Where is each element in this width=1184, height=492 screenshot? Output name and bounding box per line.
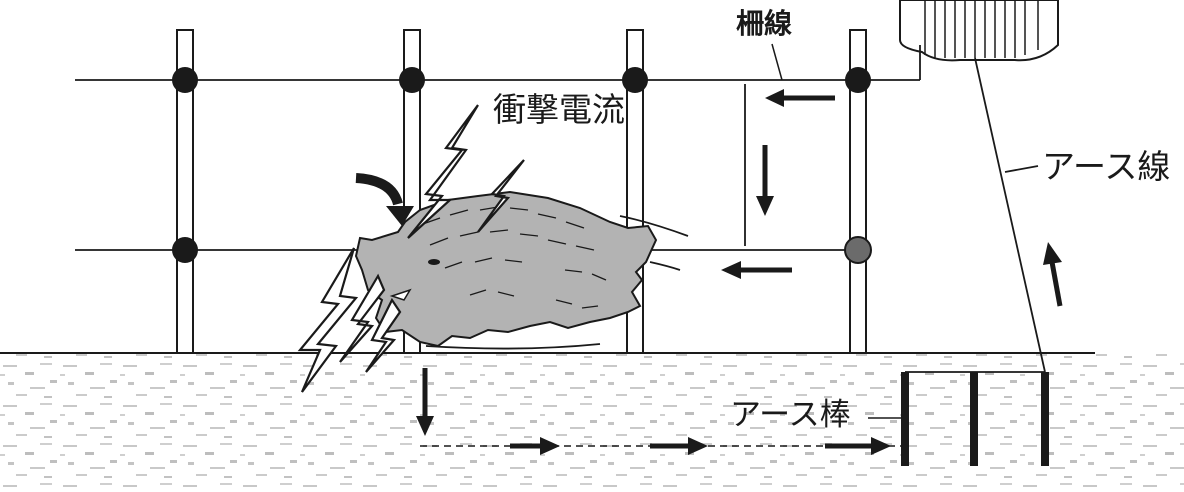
insulator	[845, 67, 871, 93]
fence-post	[849, 29, 867, 354]
current-arrow-icon	[825, 437, 891, 455]
earth-rod-label: アース棒	[730, 397, 851, 433]
fence-wire-label: 柵線	[736, 7, 793, 40]
earth-rod	[970, 372, 978, 466]
energizer-box-icon	[899, 0, 1059, 62]
boar-tusk	[389, 288, 412, 301]
boar-eye	[428, 259, 440, 265]
earth-rod	[901, 372, 909, 466]
current-arrow-icon	[650, 437, 708, 455]
current-arrow-icon	[721, 261, 792, 279]
current-arrow-icon	[1043, 242, 1063, 307]
earth-wire	[905, 57, 1046, 373]
current-arrow-icon	[510, 437, 560, 455]
insulator	[172, 67, 198, 93]
earth-rod	[1041, 372, 1049, 466]
ground	[0, 352, 1184, 492]
earth-wire-label: アース線	[1042, 147, 1171, 186]
shock-current-label: 衝撃電流	[493, 90, 625, 129]
insulator	[844, 236, 872, 264]
current-arrows	[416, 89, 1063, 455]
earth-wire-leader	[1004, 165, 1039, 173]
insulator	[622, 67, 648, 93]
current-arrow-icon	[765, 89, 835, 107]
insulator	[172, 237, 198, 263]
shock-curved-arrow-icon	[355, 173, 414, 226]
boar-icon	[354, 190, 689, 350]
fence-post	[176, 29, 194, 354]
earth-rods	[901, 372, 1049, 466]
lightning-bolt-icon	[297, 104, 525, 393]
current-arrow-icon	[416, 368, 434, 436]
insulator	[399, 67, 425, 93]
fence-wire-leader	[771, 43, 783, 81]
current-arrow-icon	[756, 145, 774, 216]
